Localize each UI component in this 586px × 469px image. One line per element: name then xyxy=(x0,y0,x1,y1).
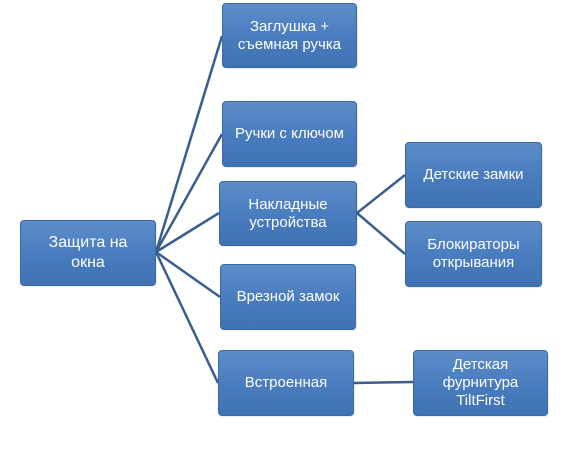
connector-root-to-branch-1 xyxy=(154,35,224,253)
child-node-5-1: Детская фурнитура TiltFirst xyxy=(413,350,548,416)
connector-root-to-branch-3 xyxy=(155,211,220,254)
branch-node-2: Ручки с ключом xyxy=(222,101,357,167)
root-node: Защита на окна xyxy=(20,220,156,286)
child-node-3-2: Блокираторы открывания xyxy=(405,221,542,287)
connector-root-to-branch-4 xyxy=(155,250,221,299)
branch-node-5: Встроенная xyxy=(218,350,354,416)
connector-branch-5-to-child-1 xyxy=(353,380,414,385)
branch-node-1: Заглушка + съемная ручка xyxy=(222,3,357,68)
connector-root-to-branch-5 xyxy=(154,251,220,384)
connector-branch-3-to-child-1 xyxy=(356,174,406,214)
branch-node-3: Накладные устройства xyxy=(219,181,357,246)
child-node-3-1: Детские замки xyxy=(405,142,542,208)
connector-branch-3-to-child-2 xyxy=(356,212,406,255)
branch-node-4: Врезной замок xyxy=(220,264,356,330)
connector-root-to-branch-2 xyxy=(154,133,224,253)
